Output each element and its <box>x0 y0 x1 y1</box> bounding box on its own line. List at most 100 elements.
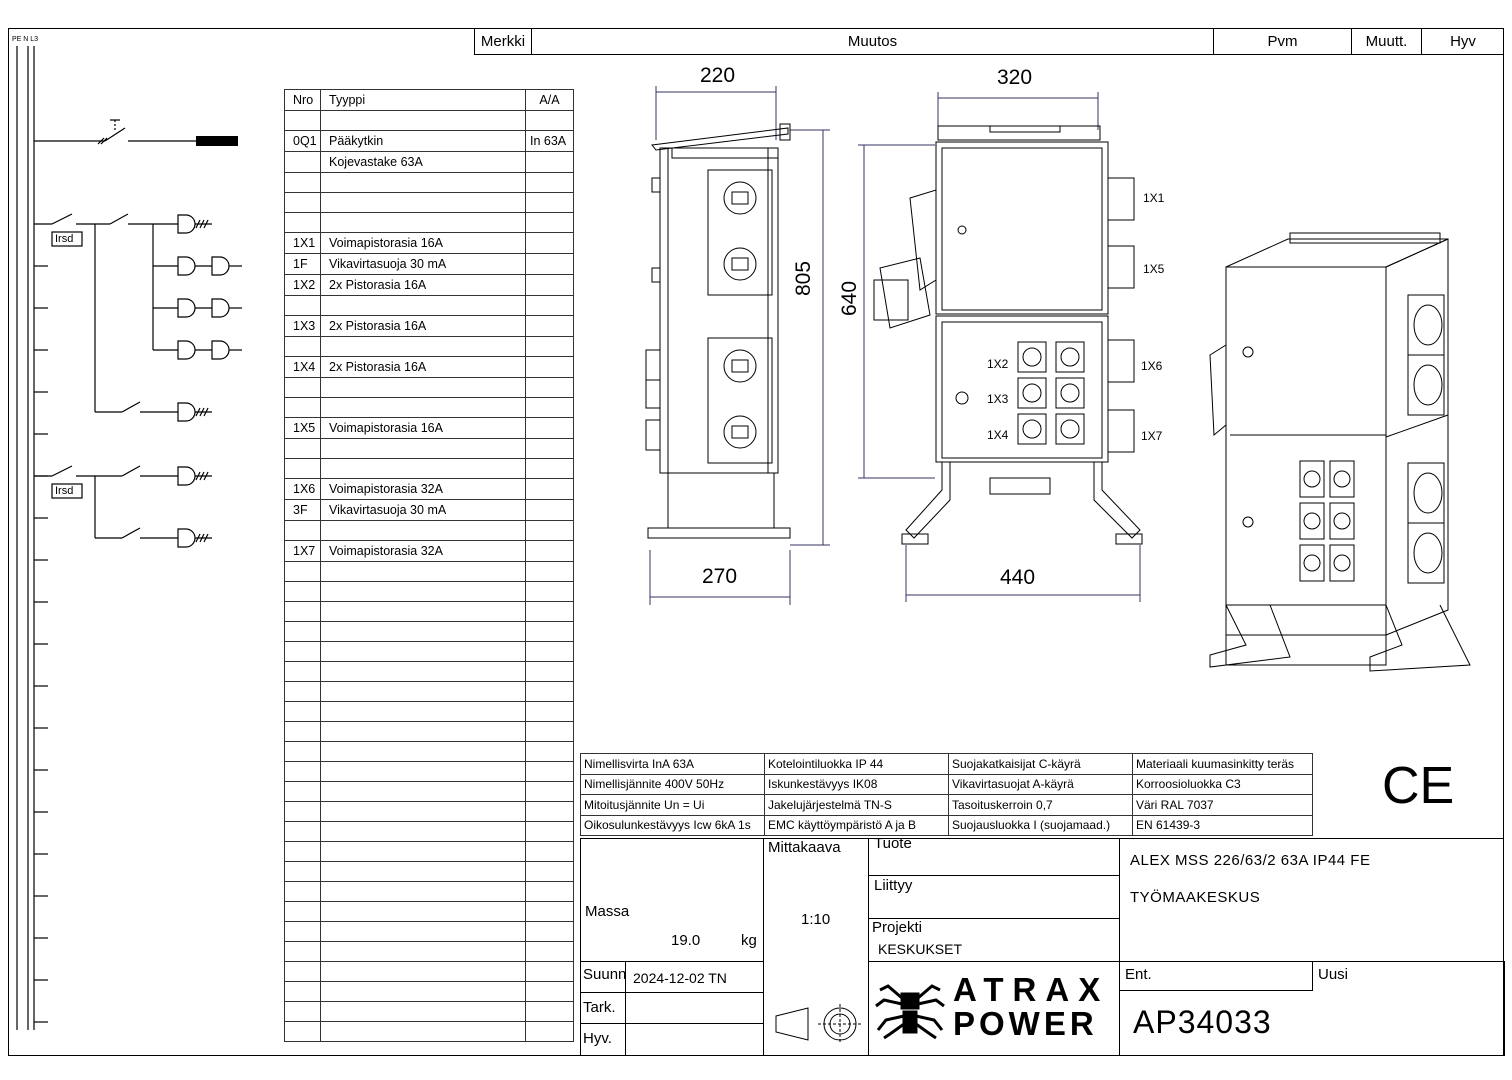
cell-tyyppi <box>320 397 526 418</box>
massa-unit: kg <box>741 932 757 949</box>
spec-cell: Vikavirtasuojat A-käyrä <box>948 773 1133 795</box>
cell-nro: 1X4 <box>284 356 321 378</box>
hyv-label: Hyv. <box>583 1030 612 1047</box>
spec-cell: Tasoituskerroin 0,7 <box>948 794 1133 816</box>
cell-nro: 0Q1 <box>284 130 321 152</box>
cell-tyyppi <box>320 377 526 398</box>
cell-tyyppi <box>320 561 526 582</box>
cell-nro <box>284 212 321 233</box>
cell-tyyppi: Pääkytkin <box>320 130 526 152</box>
table-row <box>284 881 574 902</box>
cell-aa <box>525 961 574 982</box>
cell-nro <box>284 621 321 642</box>
side-view-drawing <box>645 86 830 605</box>
spec-cell: Nimellisvirta InA 63A <box>580 753 765 775</box>
front-view-drawing <box>858 92 1143 602</box>
table-row <box>284 397 574 418</box>
cell-nro <box>284 921 321 942</box>
tuote-label: Tuote <box>874 835 912 852</box>
cell-nro <box>284 701 321 722</box>
table-row <box>284 438 574 459</box>
cell-nro: 1X6 <box>284 478 321 500</box>
table-row <box>284 458 574 479</box>
cell-tyyppi <box>320 1021 526 1042</box>
cell-aa <box>525 499 574 521</box>
cell-tyyppi <box>320 781 526 802</box>
table-row <box>284 336 574 357</box>
cell-aa <box>525 110 574 131</box>
cell-tyyppi: Voimapistorasia 16A <box>320 232 526 254</box>
cell-aa <box>525 601 574 622</box>
table-row <box>284 661 574 682</box>
suunn-value: 2024-12-02 TN <box>633 970 727 986</box>
cell-aa <box>525 192 574 213</box>
cell-nro <box>284 601 321 622</box>
cell-nro <box>284 761 321 782</box>
cell-tyyppi <box>320 941 526 962</box>
cell-aa <box>525 921 574 942</box>
rev-merkki: Merkki <box>474 28 532 55</box>
cell-aa <box>525 841 574 862</box>
table-row <box>284 581 574 602</box>
cell-aa <box>525 295 574 316</box>
cell-nro <box>284 151 321 173</box>
cell-aa <box>525 377 574 398</box>
cell-aa: In 63A <box>525 130 574 152</box>
table-row <box>284 861 574 882</box>
cell-tyyppi <box>320 295 526 316</box>
cell-nro <box>284 881 321 902</box>
cell-nro <box>284 1021 321 1042</box>
table-row <box>284 901 574 922</box>
cell-aa <box>525 151 574 173</box>
liittyy-label: Liittyy <box>874 877 913 894</box>
cell-tyyppi <box>320 741 526 762</box>
cell-tyyppi: Vikavirtasuoja 30 mA <box>320 499 526 521</box>
table-row <box>284 377 574 398</box>
table-row <box>284 561 574 582</box>
cell-nro: 3F <box>284 499 321 521</box>
cell-tyyppi <box>320 520 526 541</box>
cell-nro <box>284 520 321 541</box>
dim-side-height: 805 <box>792 260 815 296</box>
cell-nro <box>284 661 321 682</box>
dim-side-bottom: 270 <box>702 565 738 588</box>
col-nro: Nro <box>284 89 321 111</box>
cell-nro <box>284 458 321 479</box>
cell-tyyppi: Voimapistorasia 32A <box>320 540 526 562</box>
rev-pvm: Pvm <box>1214 28 1352 55</box>
uusi-label: Uusi <box>1318 966 1349 983</box>
table-row <box>284 520 574 541</box>
tark-label: Tark. <box>583 999 616 1016</box>
mittakaava-value: 1:10 <box>801 911 831 928</box>
cell-aa <box>525 661 574 682</box>
label-1x5: 1X5 <box>1143 262 1165 276</box>
cell-nro: 1F <box>284 253 321 275</box>
cell-nro <box>284 581 321 602</box>
cell-aa <box>525 1021 574 1042</box>
table-row <box>284 721 574 742</box>
cell-nro <box>284 561 321 582</box>
table-row <box>284 295 574 316</box>
cell-tyyppi <box>320 961 526 982</box>
spec-cell: Mitoitusjännite Un = Ui <box>580 794 765 816</box>
cell-aa <box>525 356 574 378</box>
cell-aa <box>525 520 574 541</box>
col-tyyppi: Tyyppi <box>320 89 526 111</box>
spec-cell: Väri RAL 7037 <box>1132 794 1313 816</box>
cell-aa <box>525 232 574 254</box>
cell-nro <box>284 377 321 398</box>
ce-mark: CE <box>1382 757 1455 815</box>
table-row <box>284 921 574 942</box>
cell-nro <box>284 295 321 316</box>
cell-nro: 1X3 <box>284 315 321 337</box>
